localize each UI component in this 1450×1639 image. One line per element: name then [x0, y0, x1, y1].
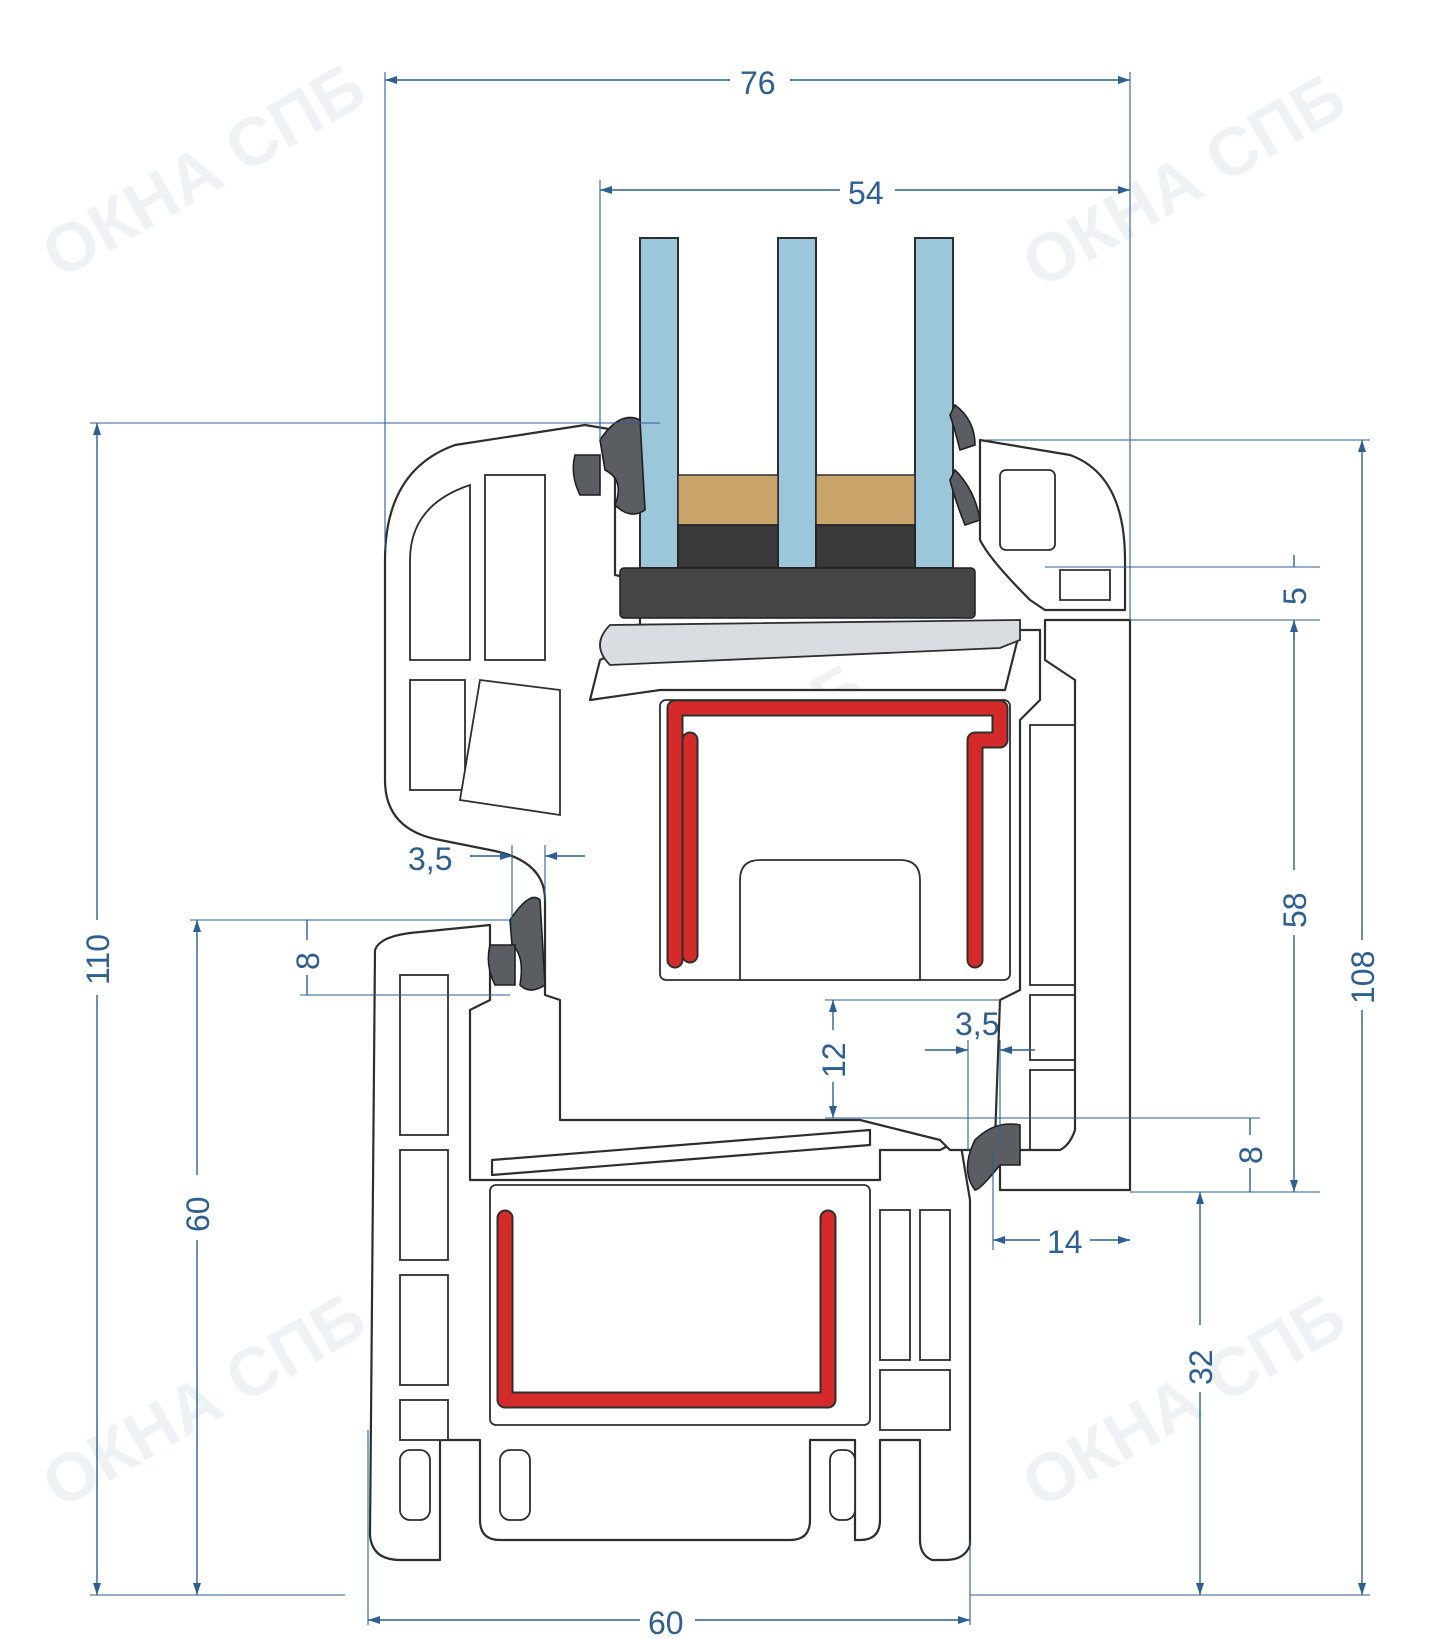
dim-108-label: 108 [1345, 951, 1381, 1004]
frame-foot-1 [399, 1449, 431, 1521]
watermark-4: ОКНА СПБ [30, 1278, 378, 1523]
dim-60h-arrow-right [958, 1616, 970, 1624]
desiccant-2 [815, 474, 916, 526]
sash-chamber-2 [484, 474, 546, 661]
glass-pane-2 [777, 237, 817, 569]
gasket-frame-right [966, 1123, 1021, 1191]
dim-32-label: 32 [1183, 1349, 1219, 1385]
dim-110-label: 110 [80, 934, 116, 985]
gasket-sash-left-heel [487, 944, 516, 986]
gasket-sash-left [509, 896, 546, 991]
dim-60v-arrow-bottom [193, 1583, 201, 1595]
gaskets [487, 403, 1021, 1191]
dim-108-arrow-bottom [1358, 1583, 1366, 1595]
sash-chamber-3 [409, 679, 466, 791]
dim-108-arrow-top [1358, 440, 1366, 452]
frame-foot-2 [499, 1449, 531, 1521]
sash-steel-reinforcement [668, 701, 1007, 967]
frame-main-chamber [489, 1184, 871, 1426]
frame-chamber-l4 [399, 1399, 449, 1441]
secondary-sealant [619, 567, 976, 619]
glazing-shelf [599, 619, 1021, 666]
sash-chamber-1 [409, 483, 471, 661]
frame-chamber-l3 [399, 1274, 449, 1386]
frame-chamber-r2 [919, 1209, 951, 1361]
dim-35a-arrow-right [545, 852, 557, 860]
sash-inner-chamber [739, 859, 921, 981]
dim-35b-arrow-right [1000, 1046, 1012, 1054]
frame-outer-right [998, 618, 1132, 1192]
dim-60v-arrow-top [193, 920, 201, 932]
dim-54-arrow-left [600, 186, 612, 194]
dim-60v-label: 60 [180, 1196, 216, 1232]
dim-12-label: 12 [816, 1042, 852, 1078]
watermark-2: ОКНА СПБ [1010, 58, 1358, 303]
spacer-2 [815, 524, 916, 569]
dim-60h-label: 60 [648, 1605, 684, 1639]
dim-32-arrow-bottom [1196, 1583, 1204, 1595]
desiccant-1 [677, 474, 779, 526]
glass-pane-1 [639, 237, 679, 569]
dim-32-arrow-top [1196, 1192, 1204, 1204]
dim-12-arrow-top [829, 1000, 837, 1012]
dim-60h-arrow-left [368, 1616, 380, 1624]
frame-chamber-r3 [879, 1369, 951, 1431]
dim-76-arrow-right [1118, 76, 1130, 84]
dim-8b-label: 8 [1233, 1146, 1269, 1164]
frame-chamber-l2 [399, 1149, 449, 1261]
watermark-1: ОКНА СПБ [30, 48, 378, 293]
dim-54-label: 54 [848, 175, 884, 211]
dim-58-label: 58 [1277, 892, 1313, 928]
gasket-outer-glazing [599, 416, 646, 515]
dim-110-arrow-bottom [93, 1583, 101, 1595]
dim-14-label: 14 [1047, 1224, 1083, 1260]
dim-76-arrow-left [385, 76, 397, 84]
dim-14-arrow-left [993, 1236, 1005, 1244]
dim-35b-arrow-left [956, 1046, 968, 1054]
dim-76-label: 76 [740, 65, 776, 101]
watermark-5: ОКНА СПБ [1010, 1278, 1358, 1523]
sash-chamber-4 [458, 678, 561, 817]
spacer-1 [677, 524, 779, 569]
dim-58-arrow-bottom [1290, 1180, 1298, 1192]
dim-35a-label: 3,5 [408, 841, 452, 877]
dimension-lines: 76 54 110 108 5 58 [80, 65, 1381, 1639]
dim-8a-label: 8 [290, 952, 326, 970]
dim-35a-arrow-left [500, 852, 512, 860]
dim-58-arrow-top [1290, 620, 1298, 632]
frame-steel-reinforcement [498, 1211, 835, 1407]
gasket-inner-glazing-top [949, 403, 976, 452]
frame-sill-slope [490, 1128, 872, 1177]
frame-chamber-l1 [399, 974, 449, 1136]
bead-hook [1059, 569, 1111, 601]
glazing-unit [599, 237, 1021, 666]
dim-54-arrow-right [1118, 186, 1130, 194]
bead-chamber [999, 469, 1056, 551]
gasket-outer-glazing-heel [572, 454, 601, 496]
glass-pane-3 [914, 237, 954, 569]
sash-profile [383, 423, 1096, 1161]
dim-5-label: 5 [1277, 587, 1313, 605]
frame-chamber-r1 [879, 1209, 911, 1361]
frame-profile [368, 923, 972, 1562]
frame-foot-3 [829, 1449, 856, 1521]
dim-14-arrow-right [1118, 1236, 1130, 1244]
dim-12-arrow-bottom [829, 1106, 837, 1118]
dim-35b-label: 3,5 [955, 1006, 999, 1042]
gasket-inner-glazing-bottom [949, 468, 981, 526]
dim-110-arrow-top [93, 423, 101, 435]
